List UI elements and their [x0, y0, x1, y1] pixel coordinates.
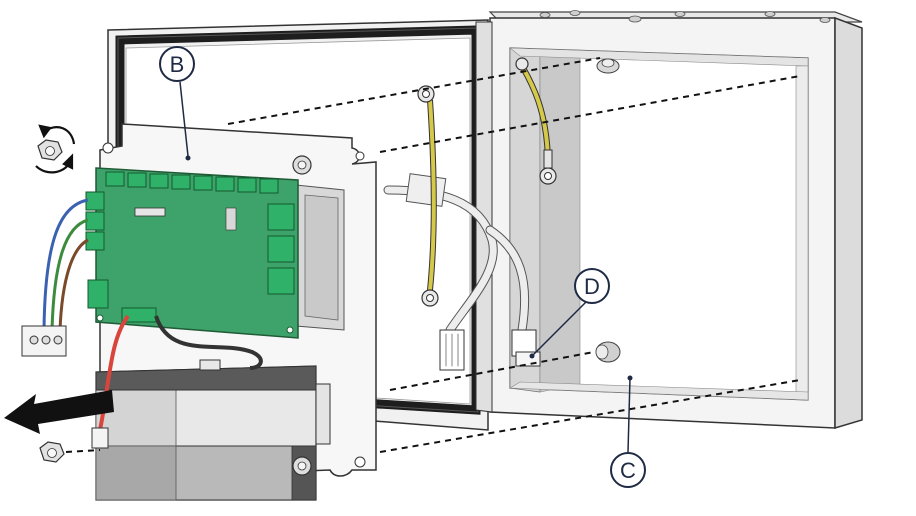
callout-d: D: [529, 268, 610, 359]
battery-wire-black: [154, 315, 263, 371]
callout-label-d: D: [584, 274, 600, 299]
top-stud: [596, 58, 620, 74]
door-ground-wire: [417, 85, 439, 307]
terminal-block: [21, 325, 67, 357]
nut-bottom-left: [39, 441, 65, 463]
battery-screw: [292, 456, 312, 476]
mains-wires: [42, 198, 89, 331]
right-terminal-strip: [267, 203, 295, 295]
transformer: [295, 184, 345, 331]
controller-pcb: [85, 167, 299, 339]
battery: [95, 365, 331, 501]
callout-label-c: C: [620, 458, 636, 483]
enclosure-ground-wire: [515, 57, 557, 185]
left-terminal-strip: [85, 191, 109, 309]
remove-arrow-icon: [4, 390, 114, 434]
alignment-lines: [65, 57, 801, 453]
mounting-stud: [595, 341, 621, 363]
plate-screw: [292, 155, 312, 175]
battery-wire-red: [91, 314, 130, 449]
top-terminal-strip: [105, 171, 279, 194]
top-knockouts: [539, 10, 831, 23]
connector-d: [515, 351, 541, 367]
power-connector: [121, 307, 157, 323]
chip: [225, 207, 237, 231]
callout-c: C: [610, 375, 646, 488]
callout-b: B: [159, 46, 195, 161]
callout-label-b: B: [170, 52, 185, 77]
ribbon-harness: [383, 173, 537, 371]
enclosure-box: [488, 10, 863, 430]
nut-top-left: [37, 139, 63, 161]
rotate-arrow-icon: [35, 124, 76, 174]
chip: [134, 207, 166, 217]
